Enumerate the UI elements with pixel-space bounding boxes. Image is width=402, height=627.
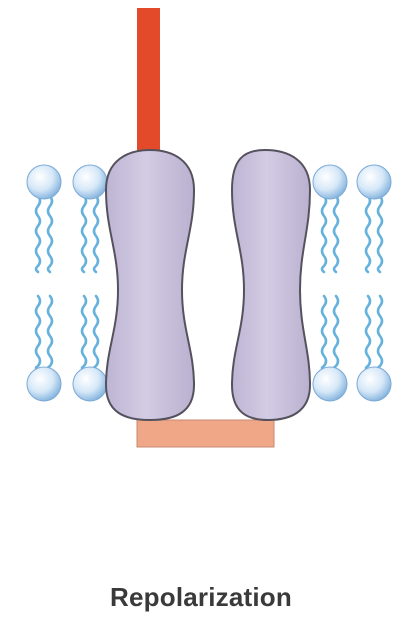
lipid-tail — [82, 196, 86, 272]
lipid-head — [313, 367, 347, 401]
lipid-head — [73, 367, 107, 401]
lipid-tail — [94, 196, 98, 272]
lipid-head — [27, 367, 61, 401]
channel-base-plate — [137, 420, 274, 447]
lipid-tail — [334, 296, 338, 370]
lipid-tail — [366, 296, 370, 370]
lipid-head — [357, 367, 391, 401]
lipid-tail — [378, 196, 382, 272]
lipid-tail — [82, 296, 86, 370]
lipid-head — [73, 165, 107, 199]
diagram-caption: Repolarization — [0, 582, 402, 613]
lipid-head — [27, 165, 61, 199]
channel-subunit-right — [232, 150, 310, 420]
lipid-tail — [378, 296, 382, 370]
gate-rod — [137, 8, 160, 173]
channel-subunit-left — [106, 150, 194, 420]
lipid-tail — [322, 296, 326, 370]
lipid-tail — [334, 196, 338, 272]
lipid-tail — [48, 196, 52, 272]
lipid-tail — [36, 196, 40, 272]
membrane-lipids-right — [313, 165, 391, 401]
lipid-head — [357, 165, 391, 199]
lipid-head — [313, 165, 347, 199]
membrane-lipids-left — [27, 165, 107, 401]
lipid-tail — [322, 196, 326, 272]
lipid-tail — [94, 296, 98, 370]
lipid-tail — [366, 196, 370, 272]
lipid-tail — [36, 296, 40, 370]
lipid-tail — [48, 296, 52, 370]
